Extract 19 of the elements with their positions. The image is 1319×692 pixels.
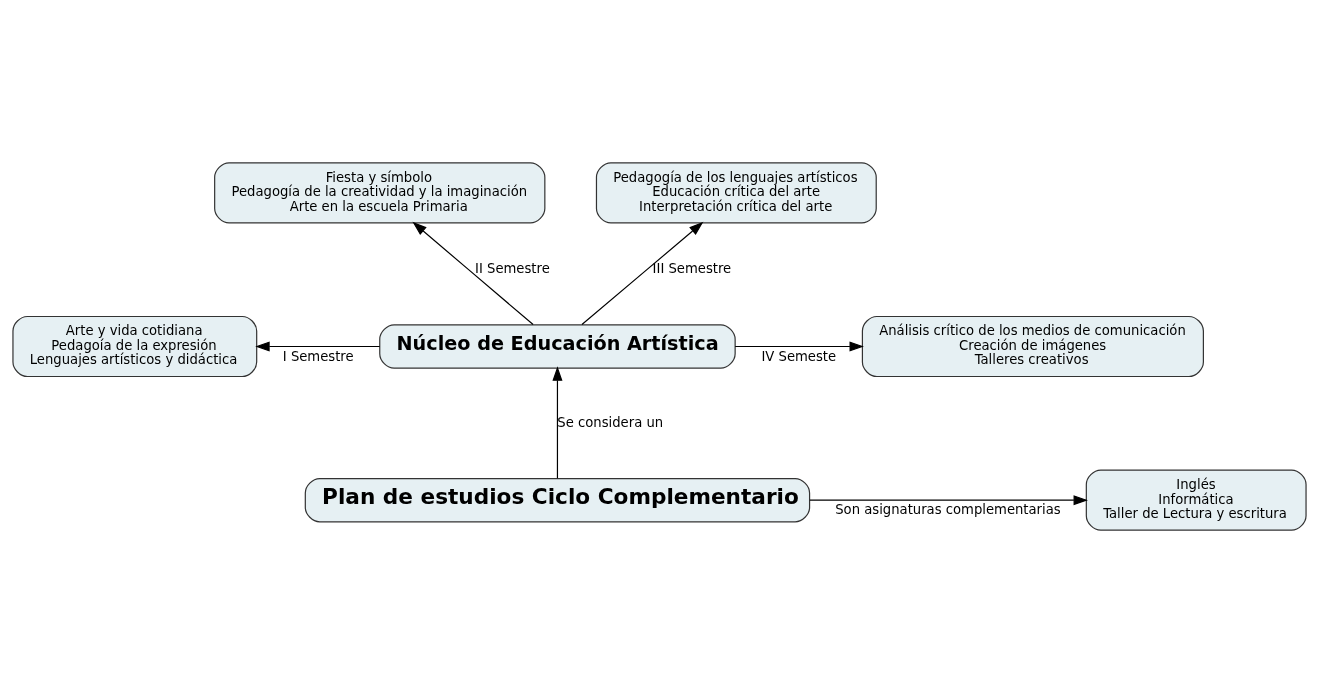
edge-label: Son asignaturas complementarias (835, 501, 1061, 517)
arrow (255, 340, 381, 352)
arrow (734, 340, 864, 352)
edge-label: III Semestre (652, 260, 732, 276)
node-box: Análisis crítico de los medios de comunicación Creación de imágenes Talleres creativos (861, 315, 1204, 377)
node-box: Fiesta y símbolo Pedagogía de la creatividad y la imaginación Arte en la escuela Primaria (214, 161, 546, 223)
arrow (809, 494, 1088, 505)
arrow (412, 221, 534, 325)
edge-label: Se considera un (557, 414, 664, 430)
edge-label: I Semestre (282, 348, 354, 364)
node-box: Pedagogía de los lenguajes artísticos Educación crítica del arte Interpretación crítica del arte (595, 161, 877, 223)
arrow (581, 221, 704, 325)
edge-label: II Semestre (475, 260, 550, 276)
node-box: Núcleo de Educación Artística (379, 323, 736, 369)
node-box: Arte y vida cotidiana Pedagoía de la expresión Lenguajes artísticos y didáctica (12, 315, 258, 377)
edge-label: IV Semeste (761, 348, 837, 364)
node-box: Plan de estudios Ciclo Complementario (304, 477, 811, 522)
node-box: Inglés Informática Taller de Lectura y escritura (1085, 469, 1307, 531)
arrow (552, 365, 563, 479)
